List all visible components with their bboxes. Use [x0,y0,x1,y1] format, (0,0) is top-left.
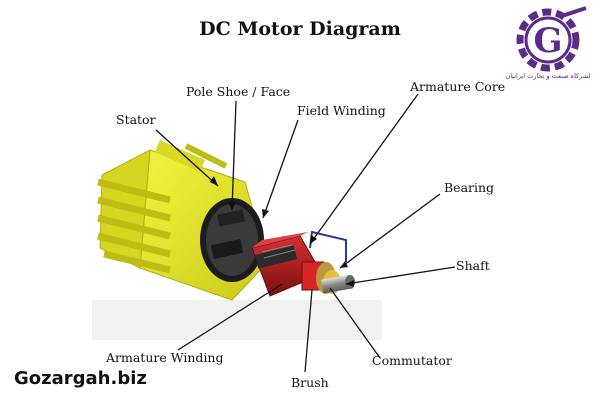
company-logo: G [516,6,587,72]
armature-winding-leader [177,283,283,351]
armature-core-leader [309,93,419,245]
label-pole-shoe: Pole Shoe / Face [186,84,291,99]
diagram-title: DC Motor Diagram [199,18,401,40]
watermark-site: Gozargah.biz [14,368,147,389]
commutator-leader [329,287,381,359]
field-winding-leader [262,119,299,219]
ground-shadow [92,300,382,340]
label-armature-winding: Armature Winding [106,350,224,365]
label-field-winding: Field Winding [297,103,386,118]
gear-icon [516,8,580,72]
pole-shoe-leader [231,100,237,211]
label-bearing: Bearing [444,180,495,195]
bearing-leader [339,193,441,269]
field-winding-slot [217,209,245,227]
brush-leader [304,289,313,373]
label-shaft: Shaft [456,258,490,273]
logo-caption: لشرکاه صنعت و تجارت ایرانیان [505,72,591,80]
label-stator: Stator [116,112,156,127]
shaft-leader [345,266,456,285]
arrowheads [210,176,354,287]
leader-lines [155,93,456,373]
logo-swoosh [561,6,587,18]
label-armature-core: Armature Core [410,79,506,94]
logo-letter: G [533,21,562,61]
shaft-rod [321,274,353,294]
label-commutator: Commutator [372,353,452,368]
stator-leader [155,129,219,187]
label-brush: Brush [291,375,329,390]
